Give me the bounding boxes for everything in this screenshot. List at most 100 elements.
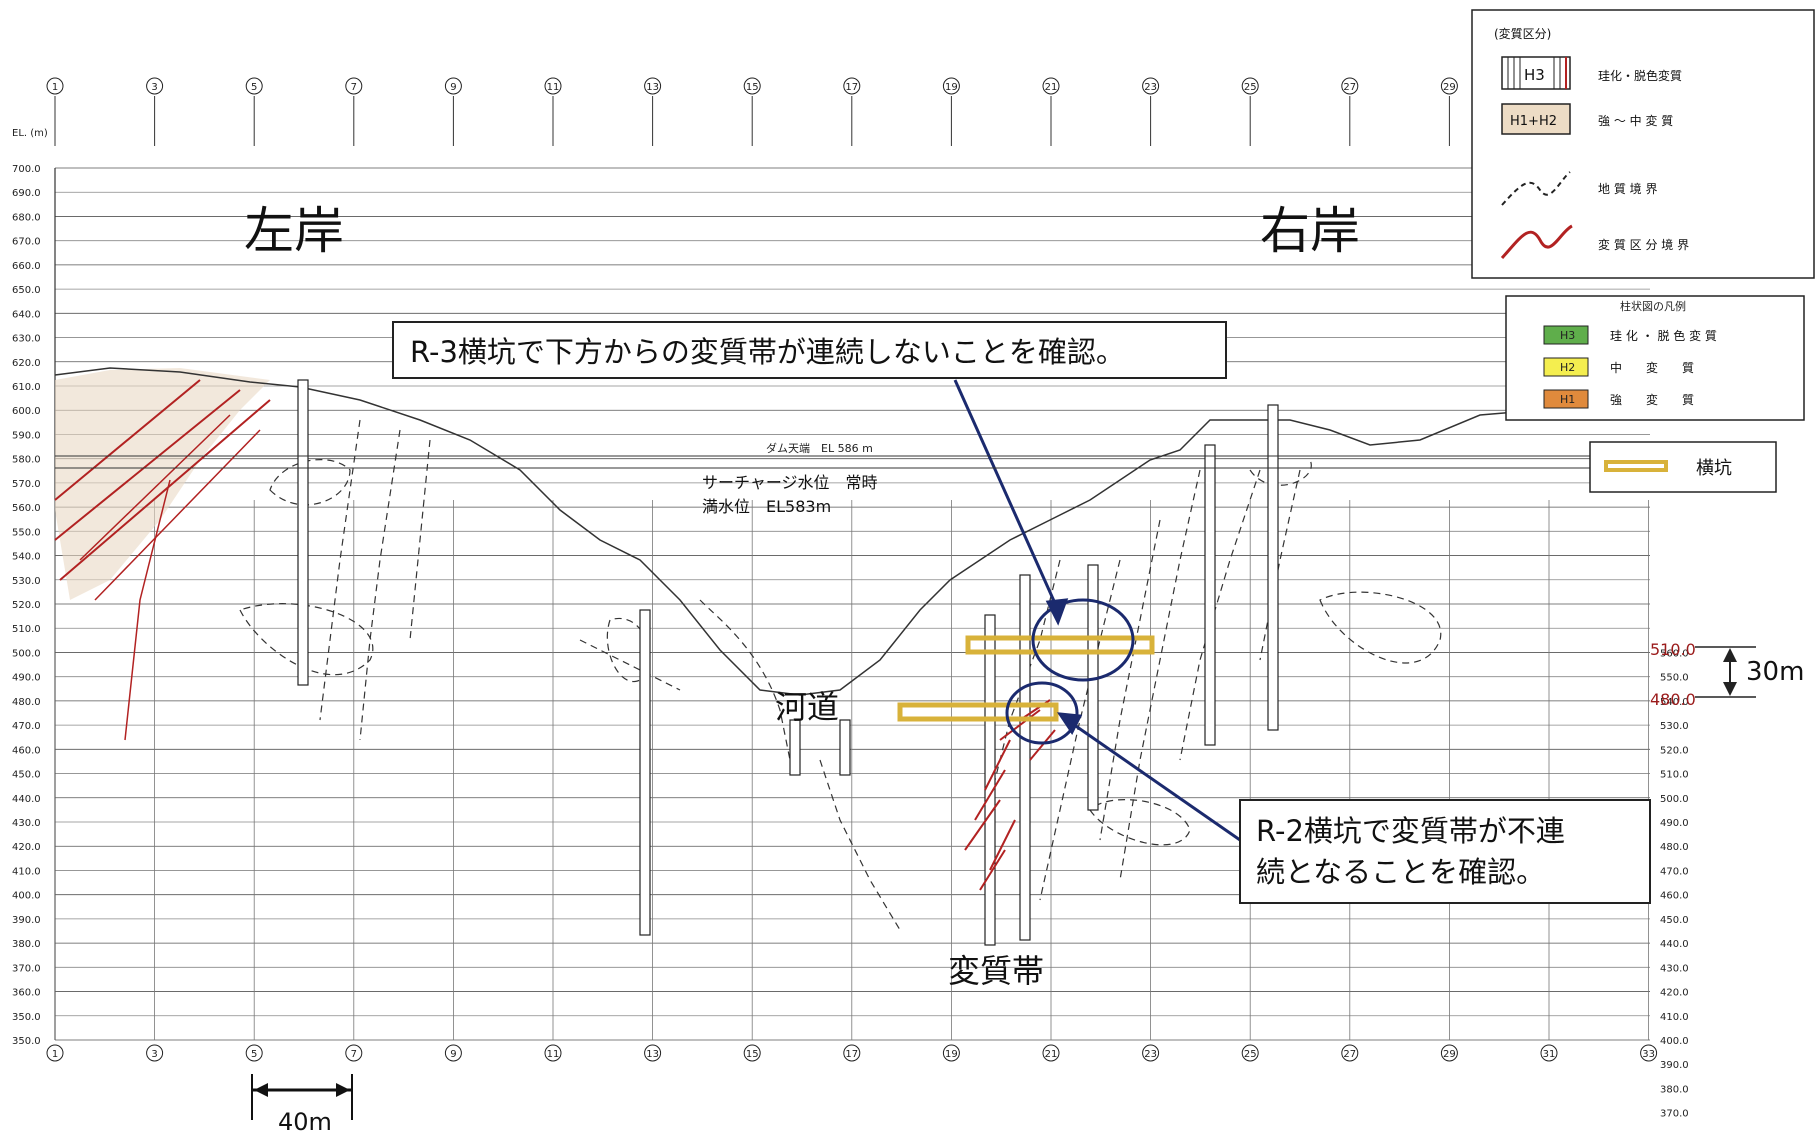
- r3-confirmation-circle: [1031, 598, 1135, 682]
- legend-column-h2-swatch: [1543, 357, 1589, 377]
- elevation-tick-label: 680.0: [12, 212, 41, 223]
- elevation-tick-label: 490.0: [12, 673, 41, 684]
- callout-r2: R-2横坑で変質帯が不連 続となることを確認。: [1239, 799, 1651, 904]
- elevation-tick-label: 360.0: [12, 988, 41, 999]
- station-label-top: 7: [351, 82, 357, 93]
- el-480-label: 480.0: [1650, 690, 1696, 709]
- station-label-top: 19: [945, 82, 958, 93]
- station-marker-top: [1042, 77, 1060, 95]
- legend-alteration: (変質区分) H3 珪化・脱色変質 H1+H2 強 ～ 中 変 質 地 質 境 …: [1471, 9, 1815, 279]
- adit-legend-swatch: [1604, 460, 1668, 472]
- station-marker-bottom: [1640, 1044, 1658, 1062]
- elevation-tick-label: 350.0: [12, 1036, 41, 1047]
- station-label-top: 5: [251, 82, 257, 93]
- station-marker-top: [146, 77, 164, 95]
- legend-column-h3-label: 珪 化 ・ 脱 色 変 質: [1610, 328, 1717, 343]
- station-marker-top: [1241, 77, 1259, 95]
- legend-h3-label: 珪化・脱色変質: [1598, 68, 1682, 83]
- right-elevation-tick-label: 380.0: [1660, 1084, 1689, 1095]
- station-marker-bottom: [46, 1044, 64, 1062]
- station-marker-bottom: [942, 1044, 960, 1062]
- right-elevation-tick-label: 550.0: [1660, 673, 1689, 684]
- elevation-tick-label: 370.0: [12, 963, 41, 974]
- dam-crest-label: ダム天端 EL 586 m: [766, 441, 873, 455]
- elevation-tick-label: 510.0: [12, 624, 41, 635]
- station-marker-top: [345, 77, 363, 95]
- right-elevation-tick-label: 510.0: [1660, 770, 1689, 781]
- left-bank-alteration: [54, 368, 271, 741]
- station-label-bottom: 15: [746, 1049, 759, 1060]
- station-label-bottom: 29: [1443, 1049, 1456, 1060]
- legend-columns-title: 柱状図の凡例: [1620, 299, 1686, 313]
- geologic-boundary-icon: [1501, 171, 1571, 206]
- alteration-zone-label: 変質帯: [948, 952, 1044, 990]
- station-label-bottom: 5: [251, 1049, 257, 1060]
- river-label: 河道: [775, 688, 839, 726]
- legend-adit: 横坑: [1589, 441, 1777, 493]
- station-label-bottom: 17: [845, 1049, 858, 1060]
- callout-r2-line2: 続となることを確認。: [1256, 855, 1545, 889]
- surcharge-label: サーチャージ水位 常時: [702, 473, 878, 492]
- adit-r3: [965, 635, 1155, 655]
- elevation-tick-label: 430.0: [12, 818, 41, 829]
- legend-column-h1-code: H1: [1560, 393, 1575, 406]
- legend-column-h1-label: 強 変 質: [1610, 392, 1694, 407]
- station-marker-bottom: [544, 1044, 562, 1062]
- elevation-tick-label: 620.0: [12, 358, 41, 369]
- station-label-top: 11: [547, 82, 560, 93]
- elevation-tick-label: 630.0: [12, 334, 41, 345]
- station-marker-top: [444, 77, 462, 95]
- elevation-tick-label: 690.0: [12, 188, 41, 199]
- right-elevation-tick-label: 420.0: [1660, 988, 1689, 999]
- station-marker-top: [46, 77, 64, 95]
- elevation-tick-label: 440.0: [12, 794, 41, 805]
- station-label-bottom: 25: [1244, 1049, 1257, 1060]
- legend-column-h1-swatch: [1543, 389, 1589, 409]
- elevation-tick-label: 410.0: [12, 866, 41, 877]
- station-label-top: 13: [646, 82, 659, 93]
- right-elevation-tick-label: 560.0: [1660, 648, 1689, 659]
- elevation-tick-label: 580.0: [12, 455, 41, 466]
- callout-r3: R-3横坑で下方からの変質帯が連続しないことを確認。: [392, 321, 1227, 379]
- legend-column-h2-label: 中 変 質: [1610, 360, 1694, 375]
- ground-surface: [54, 367, 1641, 696]
- station-marker-bottom: [146, 1044, 164, 1062]
- right-elevation-tick-label: 370.0: [1660, 1109, 1689, 1120]
- legend-column-h3-swatch: [1543, 325, 1589, 345]
- scale-bar-label: 40m: [278, 1108, 332, 1132]
- station-label-top: 9: [450, 82, 456, 93]
- legend-h3-swatch: [1501, 56, 1571, 90]
- callout-r3-text: R-3横坑で下方からの変質帯が連続しないことを確認。: [410, 335, 1125, 369]
- station-label-top: 15: [746, 82, 759, 93]
- legend-geologic-boundary-label: 地 質 境 界: [1598, 181, 1657, 196]
- el-510-label: 510.0: [1650, 640, 1696, 659]
- legend-h3-code: H3: [1524, 66, 1545, 84]
- station-marker-top: [644, 77, 662, 95]
- elevation-tick-label: 590.0: [12, 430, 41, 441]
- r2-confirmation-circle: [1005, 681, 1079, 745]
- station-label-top: 29: [1443, 82, 1456, 93]
- legend-h1h2-code: H1+H2: [1510, 114, 1557, 129]
- right-elevation-tick-label: 390.0: [1660, 1060, 1689, 1071]
- station-marker-bottom: [644, 1044, 662, 1062]
- station-marker-bottom: [1540, 1044, 1558, 1062]
- station-marker-bottom: [1142, 1044, 1160, 1062]
- height-scale-label: 30m: [1746, 657, 1804, 687]
- station-marker-top: [843, 77, 861, 95]
- station-label-top: 1: [52, 82, 58, 93]
- station-marker-top: [1142, 77, 1160, 95]
- elevation-tick-label: 540.0: [12, 552, 41, 563]
- station-label-bottom: 7: [351, 1049, 357, 1060]
- station-marker-top: [245, 77, 263, 95]
- station-marker-bottom: [1341, 1044, 1359, 1062]
- station-marker-bottom: [1241, 1044, 1259, 1062]
- elevation-tick-label: 530.0: [12, 576, 41, 587]
- station-marker-top: [942, 77, 960, 95]
- legend-adit-label: 横坑: [1696, 458, 1732, 479]
- legend-column-h2-code: H2: [1560, 361, 1575, 374]
- station-label-bottom: 33: [1642, 1049, 1655, 1060]
- elevation-markers: 510.0 480.0 30m: [1650, 640, 1804, 709]
- right-elevation-tick-label: 480.0: [1660, 842, 1689, 853]
- right-elevation-tick-label: 460.0: [1660, 891, 1689, 902]
- callout-arrows: [953, 379, 1241, 842]
